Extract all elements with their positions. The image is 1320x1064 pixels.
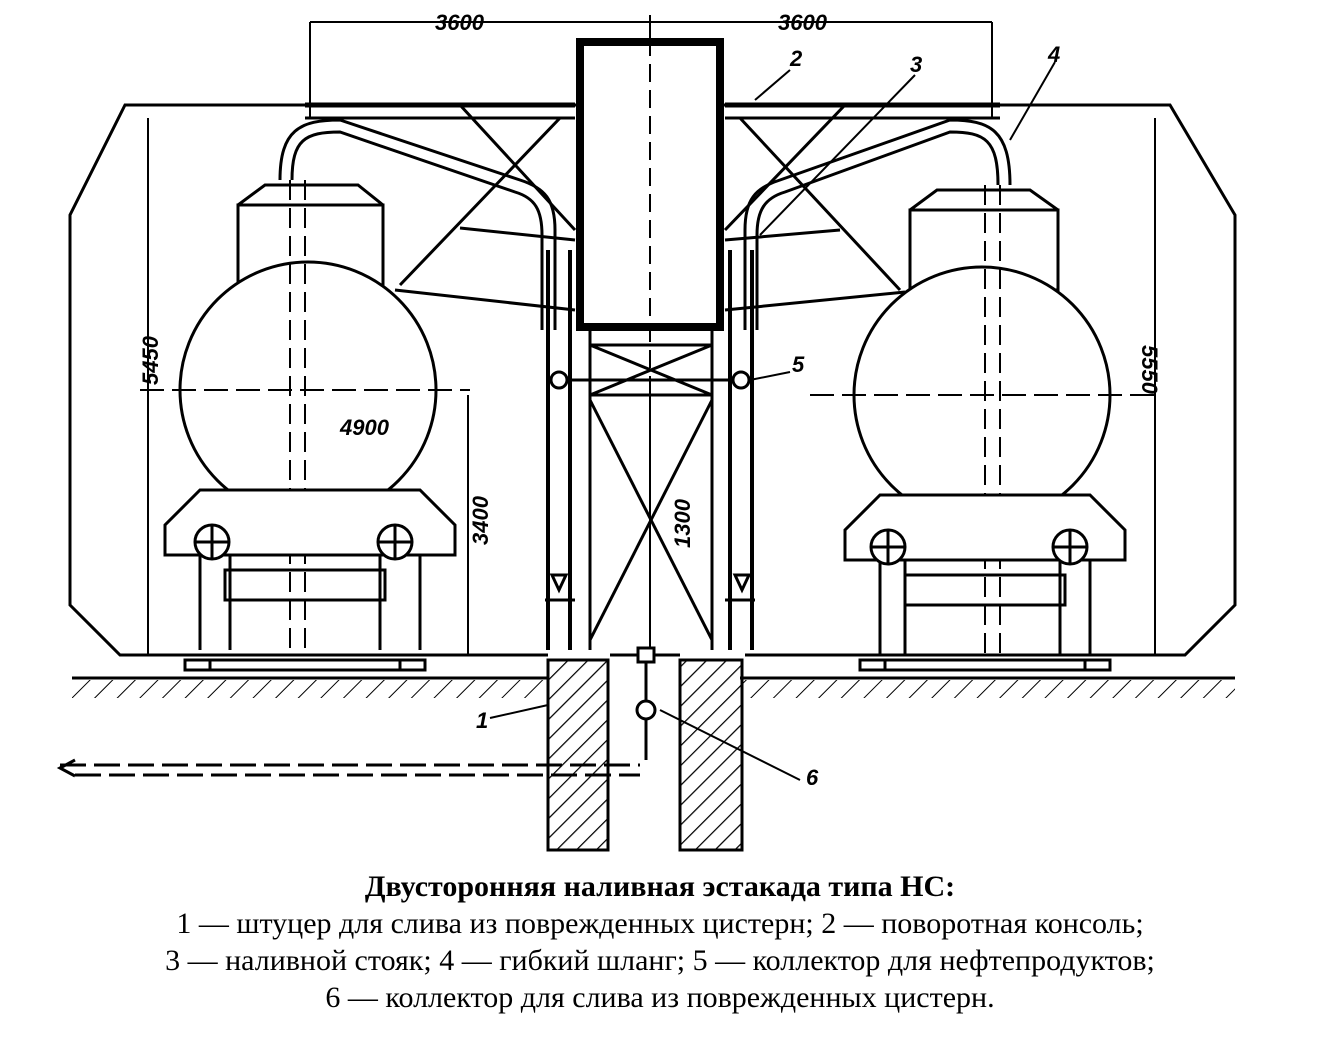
- technical-drawing: 3600 3600 5450 5550 4900 3400 1300 1 2 3…: [56, 10, 1237, 852]
- dim-height-left: 5450: [138, 335, 163, 385]
- caption-line-2: 3 — наливной стояк; 4 — гибкий шланг; 5 …: [165, 944, 1155, 977]
- caption-line-1: 1 — штуцер для слива из поврежденных цис…: [176, 907, 1144, 940]
- dim-column-height: 1300: [670, 498, 695, 548]
- callout-leaders: [489, 61, 1056, 781]
- dim-tank-diameter: 4900: [339, 415, 390, 440]
- caption-line-3: 6 — коллектор для слива из поврежденных …: [325, 981, 995, 1014]
- callout-6: 6: [806, 765, 819, 790]
- dim-span-left: 3600: [435, 10, 485, 35]
- callout-4: 4: [1047, 42, 1060, 67]
- figure-caption: Двусторонняя наливная эстакада типа НС: …: [0, 868, 1320, 1016]
- callout-2: 2: [789, 46, 803, 71]
- collector-line: [56, 758, 640, 778]
- rails-right: [858, 658, 1112, 672]
- dim-standpipe-height: 3400: [468, 495, 493, 545]
- callout-1: 1: [476, 708, 488, 733]
- callout-5: 5: [792, 352, 805, 377]
- dim-span-right: 3600: [778, 10, 828, 35]
- ground-line: [72, 676, 1235, 698]
- rails-left: [183, 658, 427, 672]
- caption-title: Двусторонняя наливная эстакада типа НС:: [364, 870, 956, 903]
- overhead-consoles: [278, 102, 1012, 330]
- callout-3: 3: [910, 52, 922, 77]
- tank-car-left: [140, 180, 470, 650]
- foundations: [546, 646, 744, 852]
- dim-height-right: 5550: [1137, 345, 1162, 395]
- tank-car-right: [810, 185, 1160, 655]
- dimension-lines: [147, 15, 1156, 655]
